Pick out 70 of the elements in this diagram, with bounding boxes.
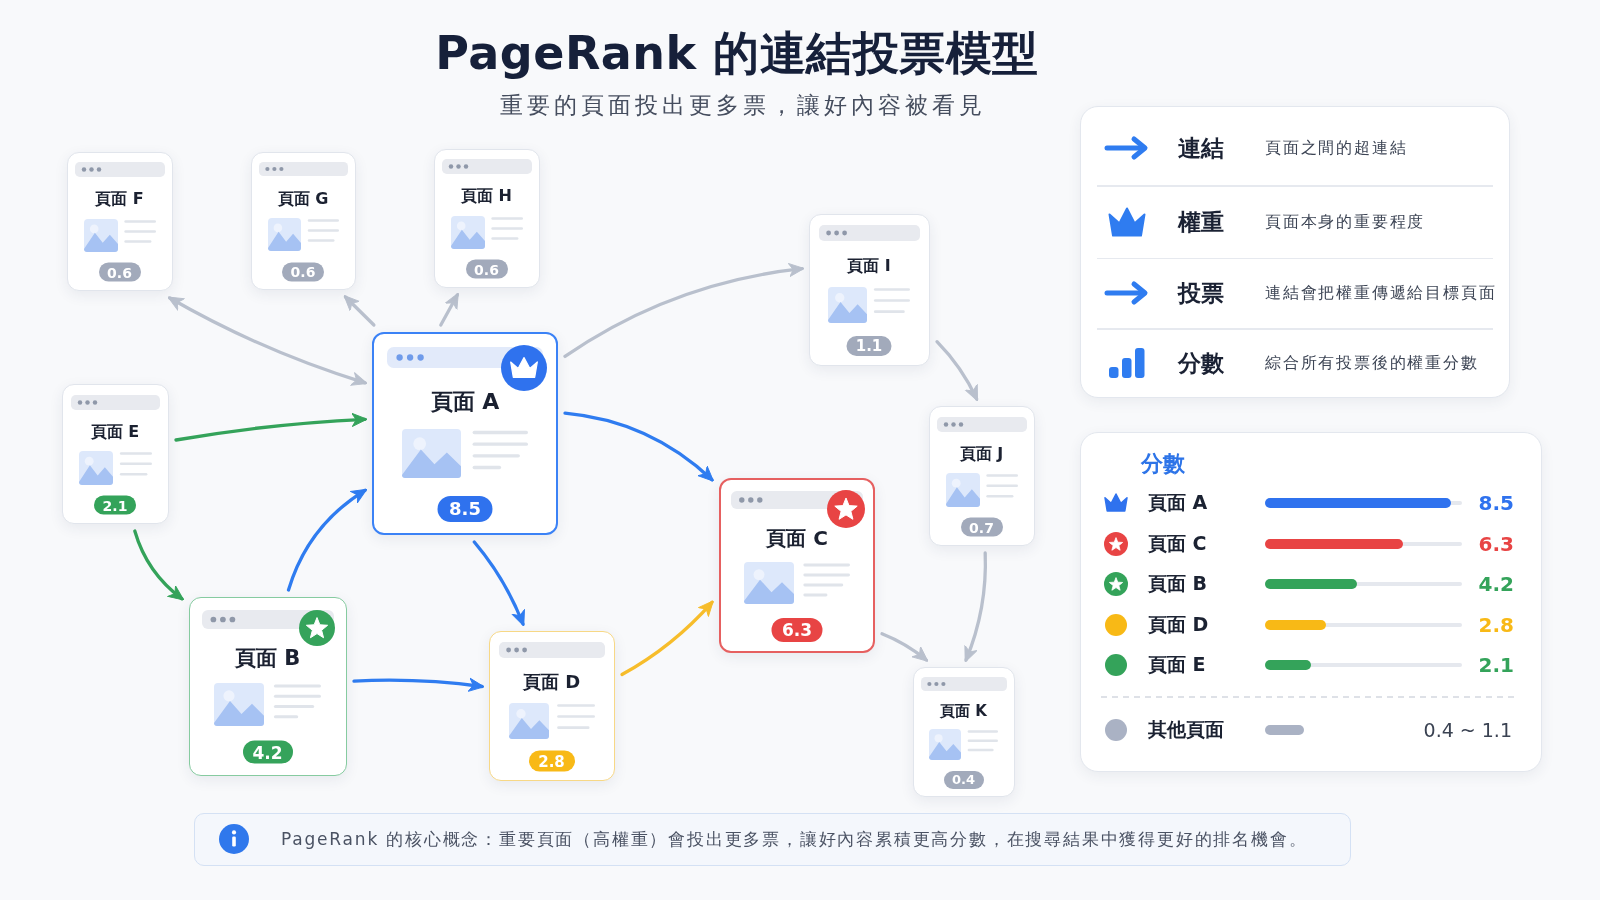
legend-label: 分數 (1178, 348, 1224, 378)
category-label: 頁面 C (1148, 530, 1207, 556)
range-label: 0.4 ~ 1.1 (1423, 719, 1512, 741)
category-label: 頁面 E (1148, 652, 1206, 677)
page-title: 頁面 E (90, 421, 140, 443)
legend-label: 連結 (1178, 133, 1224, 163)
score-badge: 2.8 (528, 750, 575, 772)
page-card (489, 631, 615, 781)
page-title: 頁面 H (461, 185, 512, 207)
subtitle: 重要的頁面投出更多票，讓好內容被看見 (500, 90, 986, 120)
page-card (189, 597, 347, 776)
score-badge: 0.6 (98, 262, 141, 282)
arrow (472, 540, 525, 627)
page-card (372, 332, 558, 535)
page-card (719, 478, 875, 653)
category-label: 頁面 B (1148, 571, 1208, 596)
page-title: 頁面 C (766, 524, 828, 552)
value-label: 2.8 (1478, 612, 1514, 637)
arrow (174, 412, 368, 442)
page-title: 頁面 B (234, 645, 301, 673)
legend-label: 投票 (1178, 278, 1224, 308)
description-text: 綜合所有投票後的權重分數 (1265, 352, 1479, 374)
value-label: 8.5 (1478, 491, 1514, 515)
page-card (251, 152, 356, 290)
value-label: 2.1 (1478, 653, 1514, 677)
arrow (620, 600, 714, 677)
page-title: 頁面 I (847, 255, 891, 277)
category-label: 頁面 A (1148, 490, 1208, 515)
page-title: 頁面 A (430, 388, 500, 417)
page-title: 頁面 F (95, 188, 144, 210)
score-badge: 0.6 (282, 262, 324, 282)
category-label: 其他頁面 (1148, 717, 1224, 742)
page-card (809, 214, 930, 366)
arrow (563, 263, 805, 359)
score-badge: 0.7 (960, 517, 1003, 537)
page-title: 頁面 J (959, 443, 1004, 465)
value-label: 4.2 (1478, 572, 1514, 596)
legend-label: 權重 (1178, 207, 1224, 237)
score-badge: 4.2 (242, 740, 293, 764)
score-badge: 1.1 (846, 335, 892, 356)
arrow (343, 295, 376, 327)
note-banner (194, 813, 1351, 866)
page-title: 頁面 G (277, 188, 329, 210)
page-title: 頁面 K (940, 701, 987, 721)
title: PageRank 的連結投票模型 (435, 25, 1039, 82)
page-title: 頁面 D (522, 670, 581, 695)
score-badge: 6.3 (771, 618, 823, 643)
category-label: 頁面 D (1148, 611, 1209, 637)
arrow (880, 632, 929, 662)
chart-title: 分數 (1141, 450, 1185, 478)
score-badge: 0.6 (465, 259, 508, 279)
arrow (167, 296, 368, 386)
page-card (929, 406, 1035, 546)
arrow (352, 677, 485, 692)
page-card (434, 149, 540, 288)
score-badge: 8.5 (437, 495, 493, 522)
arrow (286, 488, 368, 592)
note-text: PageRank 的核心概念：重要頁面（高權重）會投出更多票，讓好內容累積更高分數，在搜尋結果中獲得更好的排名機會。 (281, 827, 1308, 851)
score-badge: 0.4 (943, 770, 984, 789)
description-text: 頁面之間的超連結 (1265, 137, 1408, 159)
page-card (67, 152, 173, 291)
description-text: 連結會把權重傳遞給目標頁面 (1265, 282, 1497, 304)
arrow (964, 551, 988, 663)
page-card (913, 667, 1015, 797)
score-badge: 2.1 (94, 495, 136, 515)
page-card (62, 384, 169, 524)
description-text: 頁面本身的重要程度 (1265, 211, 1426, 233)
value-label: 6.3 (1478, 531, 1514, 556)
arrow (935, 340, 979, 402)
arrow (563, 411, 715, 482)
